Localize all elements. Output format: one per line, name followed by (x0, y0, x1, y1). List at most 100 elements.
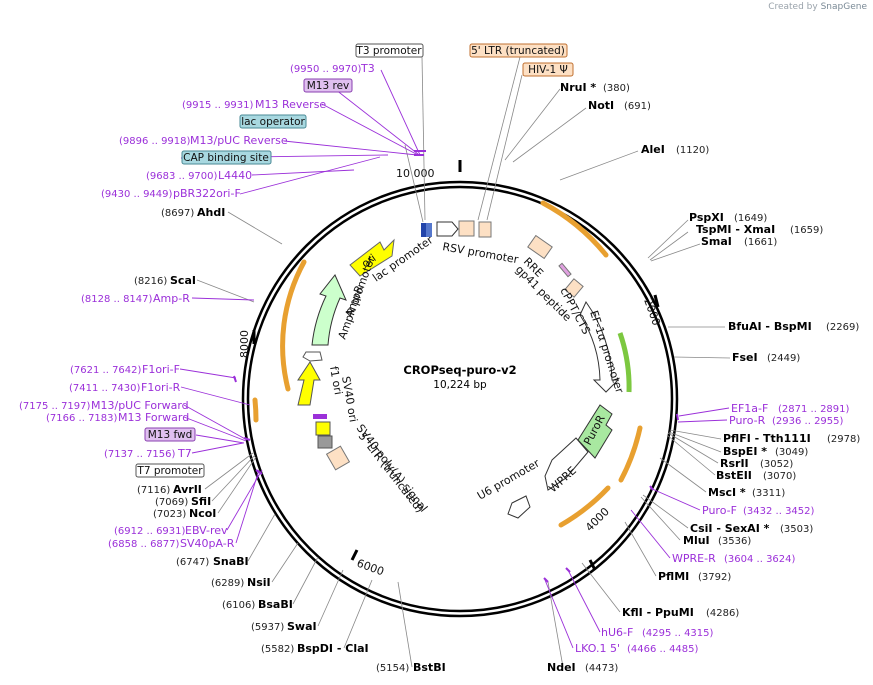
enzyme-sfii: SfiI (191, 495, 211, 508)
backbone-outer (241, 180, 679, 618)
primer-m13-forward-pos: (7166 .. 7183) (46, 413, 118, 424)
orf-arc-2 (618, 425, 643, 483)
enzyme-nsii-pos: (6289) (211, 578, 244, 589)
ef1a-promoter-arrow (579, 301, 620, 393)
enzyme-labels-left: (5154) BstBI (5582) BspDI - ClaI (5937) … (134, 206, 446, 674)
enzyme-mlui: MluI (683, 534, 710, 547)
label-lac-operator: lac operator (241, 116, 305, 128)
ampr-arrow (311, 274, 347, 346)
primer-m13-forward: M13 Forward (118, 411, 189, 424)
enzyme-tspmi-xmai: TspMI - XmaI (696, 223, 775, 236)
orf-arc-3 (558, 485, 611, 528)
primer-t3: T3 (360, 62, 375, 75)
orf-arcs (252, 200, 643, 528)
gp41-block (558, 262, 572, 278)
enzyme-fsei-pos: (2449) (767, 353, 800, 364)
enzyme-msci-pos: (3311) (752, 488, 785, 499)
enzyme-tspmi-xmai-pos: (1659) (790, 225, 823, 236)
primer-f1ori-r: F1ori-R (141, 381, 181, 394)
ori-arrow (349, 238, 395, 277)
feature-label-sv40pa: SV40 poly(A) signal (354, 422, 430, 515)
enzyme-alei-pos: (1120) (676, 145, 709, 156)
primer-m13puc-reverse-pos: (9896 .. 9918) (119, 136, 191, 147)
enzyme-ndei-pos: (4473) (585, 663, 618, 674)
enzyme-pspxi: PspXI (689, 211, 724, 224)
enzyme-pflfi-tth111i: PflFI - Tth111I (723, 432, 811, 445)
enzyme-fsei: FseI (732, 351, 758, 364)
primer-amp-r-pos: (8128 .. 8147) (81, 294, 153, 305)
enzyme-sfii-pos: (7069) (155, 497, 188, 508)
enzyme-mlui-pos: (3536) (718, 536, 751, 547)
primer-f1ori-f: F1ori-F (142, 363, 180, 376)
primer-wpre-r-pos: (3604 .. 3624) (724, 554, 796, 565)
enzyme-bfuai-bspmi: BfuAI - BspMI (728, 320, 812, 333)
snapgene-logo: SnapGene (820, 2, 867, 12)
primer-m13-reverse-pos: (9915 .. 9931) (182, 100, 254, 111)
enzyme-avrii-pos: (7116) (137, 485, 170, 496)
enzyme-alei: AleI (641, 143, 665, 156)
f1ori-arrow (297, 361, 321, 406)
tick-label-6000: 6000 (355, 557, 386, 579)
f1ori-stripe (313, 414, 327, 419)
enzyme-nrui-pos: (380) (603, 83, 630, 94)
rsv-promoter-arrow (436, 221, 459, 237)
puror-arrow (577, 404, 613, 459)
u6-promoter-arrow (507, 495, 531, 519)
label-m13-fwd: M13 fwd (148, 429, 193, 441)
feature-label-rsv-promoter: RSV promoter (441, 240, 519, 266)
lac-operator-block (421, 223, 426, 237)
primer-hu6-f: hU6-F (601, 626, 633, 639)
enzyme-avrii: AvrII (173, 483, 202, 496)
ltr-block (458, 220, 475, 237)
primer-puro-r-pos: (2936 .. 2955) (772, 416, 844, 427)
primer-t7-pos: (7137 .. 7156) (104, 449, 176, 460)
enzyme-ncoi: NcoI (189, 507, 216, 520)
enzyme-msci: MscI * (708, 486, 746, 499)
primer-l4440-pos: (9683 .. 9700) (146, 171, 218, 182)
orf-arc-1 (540, 200, 609, 258)
primer-m13-reverse: M13 Reverse (255, 98, 326, 111)
primer-m13puc-reverse: M13/pUC Reverse (190, 134, 288, 147)
ampr-promoter-arrow (302, 351, 323, 362)
feature-label-ampr: AmpR (343, 283, 367, 319)
label-hiv1-psi: HIV-1 Ψ (528, 64, 568, 76)
primer-puro-f-pos: (3432 .. 3452) (743, 506, 815, 517)
plasmid-length: 10,224 bp (433, 379, 487, 391)
cppt-block (564, 278, 584, 298)
primer-pbr322ori-f-pos: (9430 .. 9449) (101, 189, 173, 200)
feature-shapes (297, 220, 620, 519)
enzyme-smai-pos: (1661) (744, 237, 777, 248)
enzyme-rsrii: RsrII (720, 457, 749, 470)
primer-l4440: L4440 (218, 169, 252, 182)
enzyme-pflmi-pos: (3792) (698, 572, 731, 583)
primer-ef1a-f: EF1a-F (731, 402, 768, 415)
hiv-psi-block (478, 221, 492, 238)
enzyme-swai-pos: (5937) (251, 622, 284, 633)
primer-ebv-rev: EBV-rev (185, 524, 228, 537)
primer-m13puc-forward-pos: (7175 .. 7197) (19, 401, 91, 412)
primer-amp-r: Amp-R (153, 292, 190, 305)
tick-label-8000: 8000 (238, 330, 251, 358)
primer-t7: T7 (177, 447, 192, 460)
primer-labels: (9950 .. 9970) T3 (9915 .. 9931) M13 Rev… (19, 62, 850, 655)
enzyme-kfli-ppumi: KflI - PpuMI (622, 606, 694, 619)
enzyme-snabi-pos: (6747) (176, 557, 209, 568)
callout-lines (196, 56, 731, 668)
plasmid-name: CROPseq-puro-v2 (403, 363, 516, 377)
enzyme-bspei: BspEI * (723, 445, 767, 458)
primer-f1ori-f-pos: (7621 .. 7642) (70, 365, 142, 376)
wpre-arrow (544, 437, 589, 491)
orf-arc-5 (252, 397, 259, 423)
enzyme-noti: NotI (588, 99, 614, 112)
label-t7-promoter: T7 promoter (136, 465, 203, 477)
primer-ef1a-f-pos: (2871 .. 2891) (778, 404, 850, 415)
label-m13-rev: M13 rev (307, 80, 350, 92)
enzyme-ahdi: AhdI (197, 206, 225, 219)
scale-ticks (252, 160, 660, 571)
primer-f1ori-r-pos: (7411 .. 7430) (69, 383, 141, 394)
primer-lko1-5-pos: (4466 .. 4485) (627, 644, 699, 655)
orf-arc-green (617, 332, 632, 393)
enzyme-bstbi-pos: (5154) (376, 663, 409, 674)
enzyme-pspxi-pos: (1649) (734, 213, 767, 224)
